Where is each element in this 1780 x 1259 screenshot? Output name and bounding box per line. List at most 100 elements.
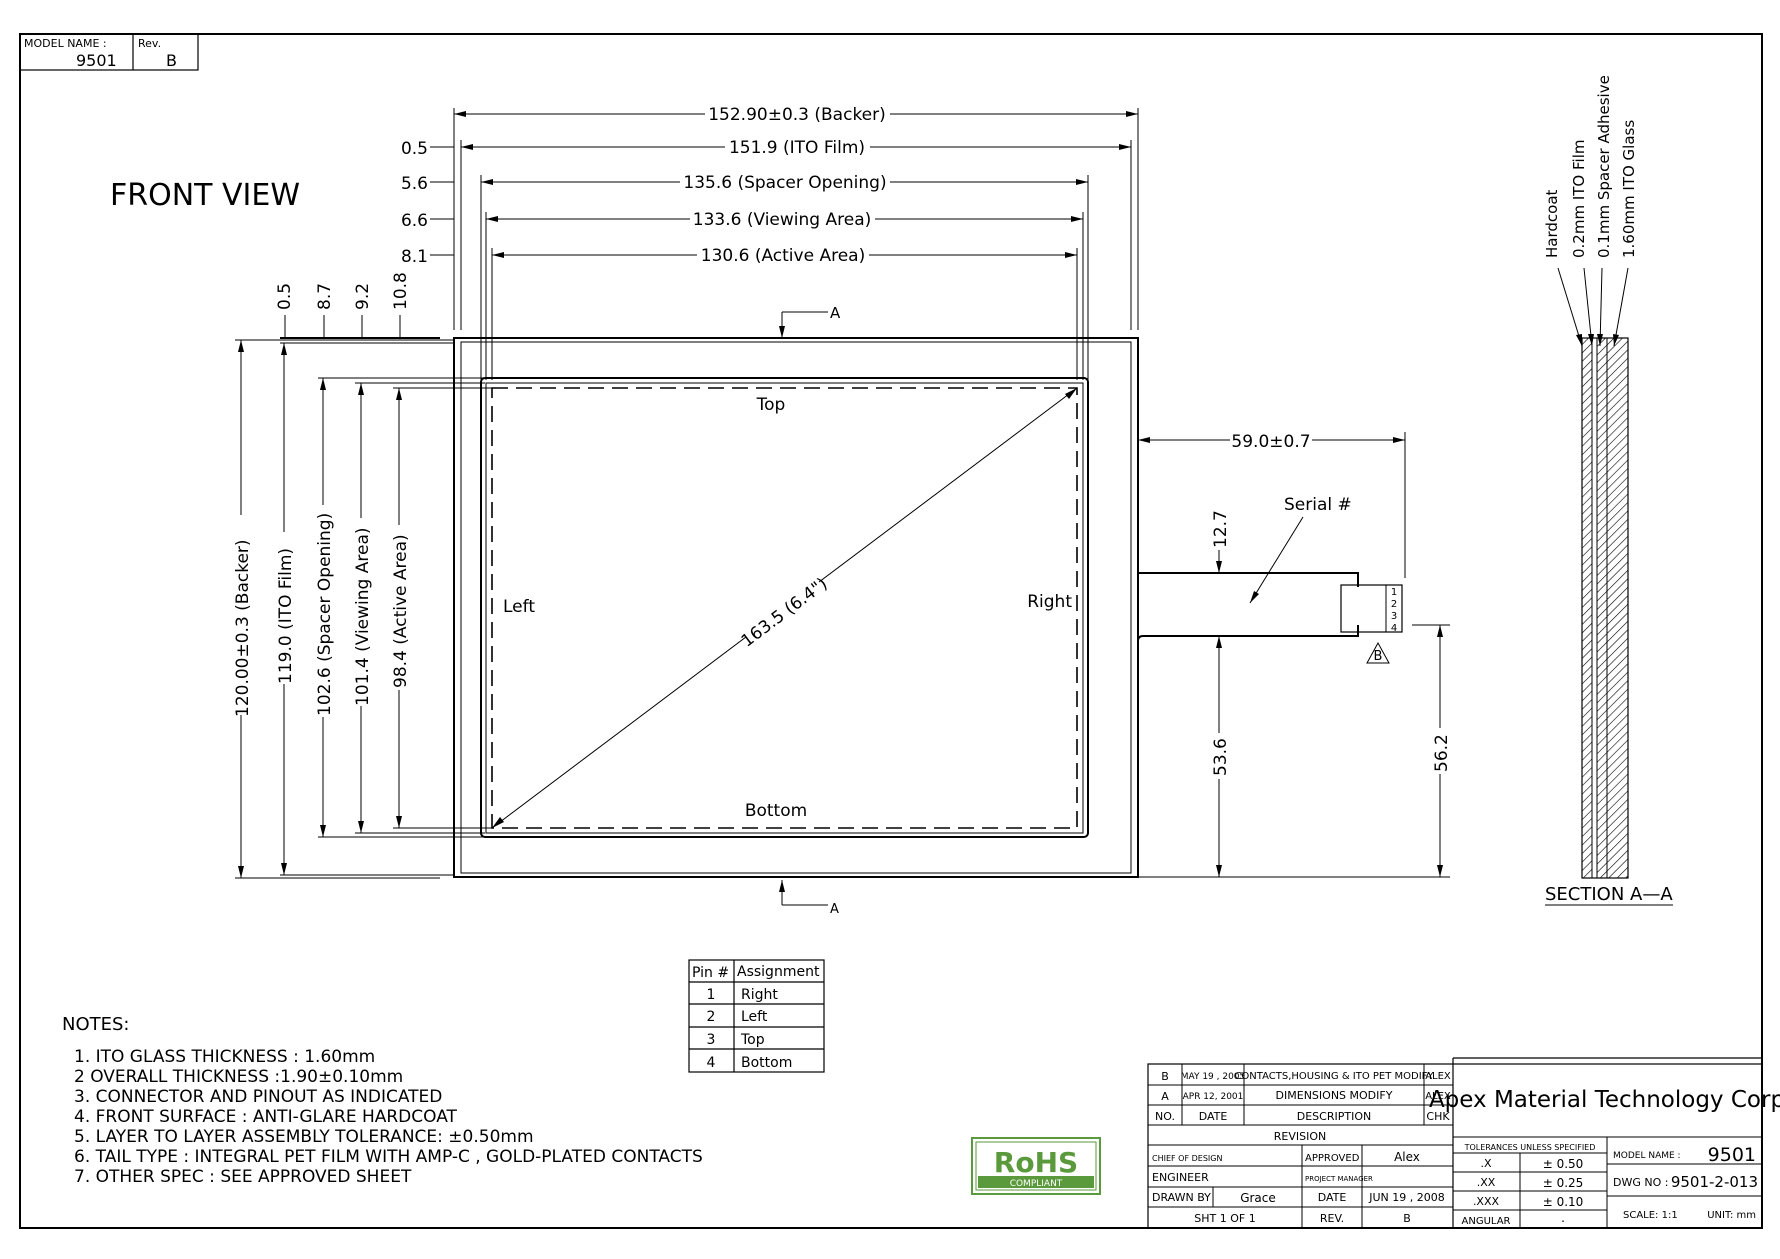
rohs-sub-text: COMPLIANT bbox=[1010, 1179, 1063, 1189]
dim-viewing-height: 101.4 (Viewing Area) bbox=[353, 528, 373, 707]
rev-b-desc: CONTACTS,HOUSING & ITO PET MODIFY bbox=[1234, 1071, 1434, 1082]
pin-row-4-pin: 4 bbox=[707, 1055, 716, 1071]
dim-ito-film-width: 151.9 (ITO Film) bbox=[729, 138, 865, 158]
rev-a-date: APR 12, 2001 bbox=[1183, 1092, 1244, 1102]
note-6: 6. TAIL TYPE : INTEGRAL PET FILM WITH AM… bbox=[74, 1147, 703, 1167]
rev-a-no: A bbox=[1161, 1090, 1169, 1103]
offset-8-1: 8.1 bbox=[401, 247, 428, 267]
company-name: Apex Material Technology Corp bbox=[1429, 1087, 1780, 1113]
rev-b-chk: ALEX bbox=[1425, 1071, 1451, 1082]
pin-row-3-assignment: Top bbox=[740, 1032, 765, 1048]
pin-table: Pin # Assignment 1 Right 2 Left 3 Top 4 … bbox=[688, 959, 825, 1073]
section-marker-bottom: A bbox=[830, 902, 839, 917]
rev-a-desc: DIMENSIONS MODIFY bbox=[1276, 1089, 1393, 1102]
engineer-label: ENGINEER bbox=[1152, 1171, 1209, 1184]
chief-of-design-label: CHIEF OF DESIGN bbox=[1152, 1154, 1222, 1163]
rev-a-chk: ALEX bbox=[1425, 1091, 1451, 1102]
diagonal-label: 163.5 (6.4") bbox=[738, 574, 832, 651]
layer-spacer: 0.1mm Spacer Adhesive bbox=[1595, 75, 1613, 258]
note-3: 3. CONNECTOR AND PINOUT AS INDICATED bbox=[74, 1087, 442, 1107]
offset-5-6: 5.6 bbox=[401, 174, 428, 194]
revision-triangle-icon bbox=[1366, 641, 1390, 664]
sheet-count: SHT 1 OF 1 bbox=[1194, 1212, 1255, 1225]
tolerances-title: TOLERANCES UNLESS SPECIFIED bbox=[1464, 1143, 1596, 1152]
rev-value: B bbox=[166, 51, 177, 70]
pin-row-4-assignment: Bottom bbox=[741, 1055, 792, 1071]
dim-ito-film-height: 119.0 (ITO Film) bbox=[276, 548, 296, 684]
pin-4-label: 4 bbox=[1391, 623, 1397, 634]
offset-6-6: 6.6 bbox=[401, 211, 428, 231]
title-block: B MAY 19 , 2005 CONTACTS,HOUSING & ITO P… bbox=[1147, 1057, 1780, 1229]
v-offset-8-7: 8.7 bbox=[315, 283, 335, 310]
note-2: 2 OVERALL THICKNESS :1.90±0.10mm bbox=[74, 1067, 403, 1087]
tol-xx-label: .XX bbox=[1477, 1176, 1496, 1189]
tol-xx-value: ± 0.25 bbox=[1543, 1176, 1584, 1190]
connector bbox=[1340, 584, 1403, 633]
tail: 1 2 3 4 59.0±0.7 Serial # 12.7 53.6 56.2… bbox=[1137, 428, 1452, 878]
dim-tail-length: 59.0±0.7 bbox=[1231, 432, 1310, 452]
rev-header-desc: DESCRIPTION bbox=[1297, 1110, 1371, 1123]
dim-spacer-width: 135.6 (Spacer Opening) bbox=[683, 173, 886, 193]
vertical-dimensions: 120.00±0.3 (Backer) 119.0 (ITO Film) 102… bbox=[231, 339, 492, 879]
unit-label: UNIT: mm bbox=[1707, 1210, 1756, 1221]
note-7: 7. OTHER SPEC : SEE APPROVED SHEET bbox=[74, 1167, 412, 1187]
horizontal-dimensions: 152.90±0.3 (Backer) 151.9 (ITO Film) 135… bbox=[401, 102, 1139, 380]
pin-row-2-pin: 2 bbox=[707, 1009, 716, 1025]
tol-x-value: ± 0.50 bbox=[1543, 1157, 1584, 1171]
model-name-value: 9501 bbox=[76, 51, 117, 70]
approved-by: Alex bbox=[1394, 1150, 1420, 1164]
notes-title: NOTES: bbox=[62, 1014, 130, 1035]
rohs-logo: RoHS COMPLIANT bbox=[971, 1137, 1101, 1195]
scale-label: SCALE: 1:1 bbox=[1623, 1210, 1678, 1221]
model-name-label-block: MODEL NAME : bbox=[1613, 1151, 1681, 1161]
drawing-date: JUN 19 , 2008 bbox=[1368, 1191, 1445, 1204]
rev-header-chk: CHK bbox=[1426, 1110, 1450, 1123]
dim-56-2: 56.2 bbox=[1432, 734, 1452, 772]
header-box: MODEL NAME : 9501 Rev. B bbox=[19, 33, 199, 71]
rev-header-no: NO. bbox=[1155, 1110, 1175, 1123]
drawn-by-label: DRAWN BY bbox=[1152, 1191, 1211, 1204]
dim-backer-width: 152.90±0.3 (Backer) bbox=[708, 105, 886, 125]
rev-b-no: B bbox=[1161, 1070, 1169, 1083]
note-1: 1. ITO GLASS THICKNESS : 1.60mm bbox=[74, 1047, 375, 1067]
pin-1-label: 1 bbox=[1391, 587, 1397, 598]
label-bottom: Bottom bbox=[745, 801, 807, 821]
pin-row-3-pin: 3 bbox=[707, 1032, 716, 1048]
model-name-label: MODEL NAME : bbox=[24, 37, 107, 50]
section-title: SECTION A—A bbox=[1545, 884, 1673, 905]
pin-row-1-pin: 1 bbox=[707, 987, 716, 1003]
touch-panel: 163.5 (6.4") Top Bottom Left Right A A bbox=[453, 304, 1139, 917]
rev-label: Rev. bbox=[138, 37, 161, 50]
dim-spacer-height: 102.6 (Spacer Opening) bbox=[315, 513, 335, 716]
dim-53-6: 53.6 bbox=[1211, 738, 1231, 776]
layer-hardcoat: Hardcoat bbox=[1543, 189, 1561, 258]
dim-active-height: 98.4 (Active Area) bbox=[391, 534, 411, 688]
sheet-border bbox=[19, 33, 1763, 1229]
label-left: Left bbox=[503, 597, 535, 617]
active-area-outline bbox=[491, 387, 1078, 829]
tol-x-label: .X bbox=[1480, 1157, 1491, 1170]
rohs-main-text: RoHS bbox=[994, 1146, 1078, 1179]
section-view: Hardcoat 0.2mm ITO Film 0.1mm Spacer Adh… bbox=[1543, 75, 1673, 906]
rev-value-block: B bbox=[1403, 1212, 1411, 1225]
dwg-no: 9501-2-013 bbox=[1671, 1173, 1758, 1191]
dim-active-width: 130.6 (Active Area) bbox=[701, 246, 865, 266]
note-5: 5. LAYER TO LAYER ASSEMBLY TOLERANCE: ±0… bbox=[74, 1127, 534, 1147]
pin-row-2-assignment: Left bbox=[741, 1009, 768, 1025]
approved-label: APPROVED bbox=[1305, 1153, 1360, 1164]
v-offset-9-2: 9.2 bbox=[353, 283, 373, 310]
rev-b-date: MAY 19 , 2005 bbox=[1181, 1072, 1246, 1082]
rev-header-date: DATE bbox=[1199, 1110, 1228, 1123]
serial-label: Serial # bbox=[1284, 495, 1352, 515]
rev-label-block: REV. bbox=[1320, 1212, 1344, 1225]
section-marker-top: A bbox=[830, 304, 841, 322]
dim-viewing-width: 133.6 (Viewing Area) bbox=[693, 210, 872, 230]
tol-angular-value: . bbox=[1561, 1211, 1565, 1225]
note-4: 4. FRONT SURFACE : ANTI-GLARE HARDCOAT bbox=[74, 1107, 458, 1127]
ito-film-outline bbox=[460, 341, 1132, 874]
vertical-offsets: 0.5 8.7 9.2 10.8 bbox=[275, 272, 440, 339]
notes: NOTES: 1. ITO GLASS THICKNESS : 1.60mm 2… bbox=[62, 1014, 703, 1187]
viewing-area-outline bbox=[485, 382, 1084, 834]
spacer-opening-outline bbox=[480, 377, 1089, 838]
